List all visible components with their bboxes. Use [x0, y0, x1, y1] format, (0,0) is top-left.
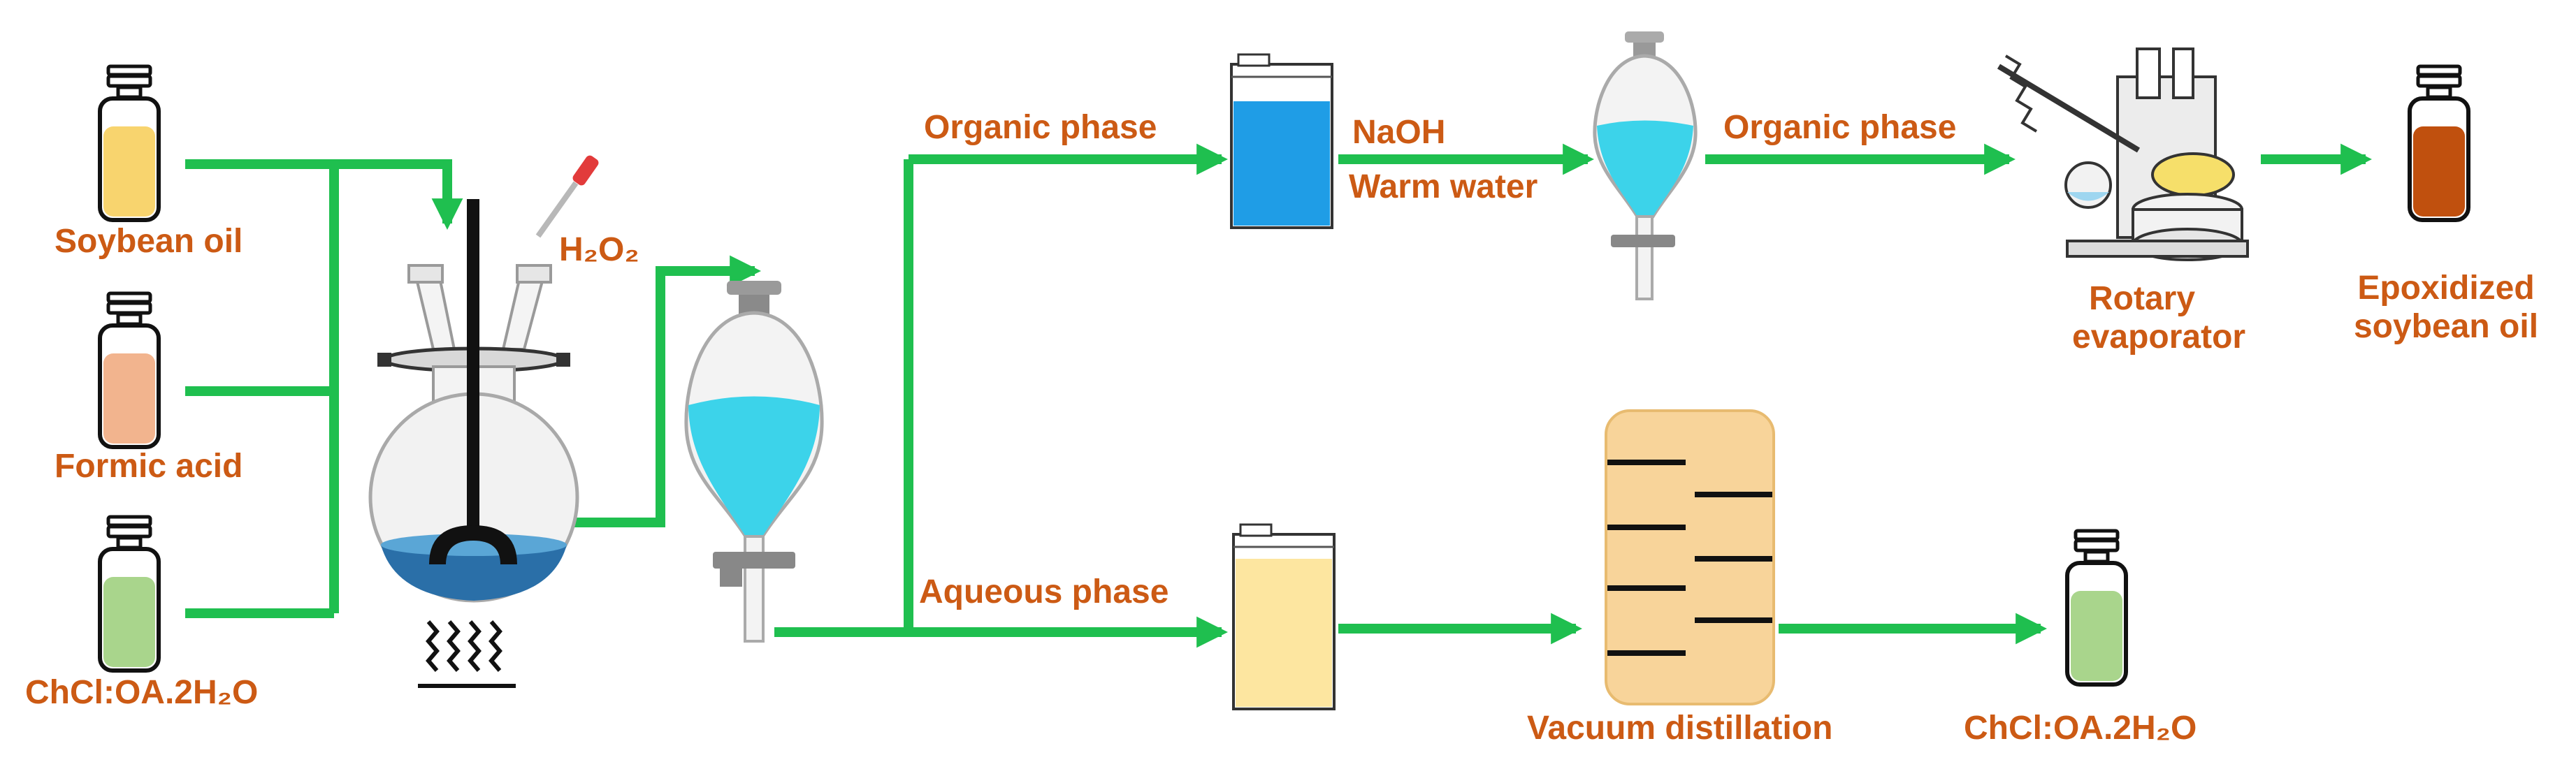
- stirrer-icon: [429, 199, 517, 564]
- naoh-label: NaOH: [1352, 114, 1446, 151]
- des-recovered-label: ChCl:OA.2H₂O: [1964, 710, 2197, 747]
- rotary-evaporator-icon: [1997, 47, 2249, 261]
- reactor-to-funnel-arrow: [566, 255, 761, 527]
- product-line2: soybean oil: [2353, 308, 2539, 346]
- container-icon: [1230, 53, 1333, 229]
- heat-icon: [418, 620, 516, 688]
- formic-acid-label: Formic acid: [55, 448, 243, 485]
- organic-phase-2-label: Organic phase: [1723, 109, 1957, 146]
- soybean-oil-label: Soybean oil: [55, 223, 243, 260]
- vial-icon: [2408, 64, 2470, 222]
- organic-phase-label: Organic phase: [924, 109, 1157, 146]
- warm-water-label: Warm water: [1349, 168, 1538, 205]
- rotary-evaporator-label: Rotary evaporator: [2072, 279, 2246, 356]
- rotary-evaporator-line1: Rotary: [2088, 280, 2196, 317]
- vial-icon: [98, 64, 161, 222]
- rotary-evaporator-line2: evaporator: [2072, 319, 2246, 356]
- vial-icon: [2065, 529, 2128, 687]
- separatory-funnel-icon: [1593, 31, 1698, 300]
- separatory-funnel-icon: [684, 281, 824, 643]
- h2o2-label: H₂O₂: [559, 231, 639, 268]
- distillation-column-icon: [1605, 409, 1775, 705]
- aqueous-phase-label: Aqueous phase: [919, 573, 1169, 610]
- vacuum-distillation-label: Vacuum distillation: [1527, 710, 1833, 747]
- flow-lines: [185, 143, 2372, 648]
- vial-icon: [98, 515, 161, 673]
- dropper-icon: [535, 155, 599, 238]
- soybean-oil-line: [185, 159, 463, 230]
- product-label: Epoxidized soybean oil: [2348, 269, 2544, 346]
- vial-icon: [98, 291, 161, 449]
- product-line1: Epoxidized: [2357, 270, 2535, 307]
- des-input-label: ChCl:OA.2H₂O: [25, 674, 259, 711]
- container-icon: [1232, 523, 1336, 710]
